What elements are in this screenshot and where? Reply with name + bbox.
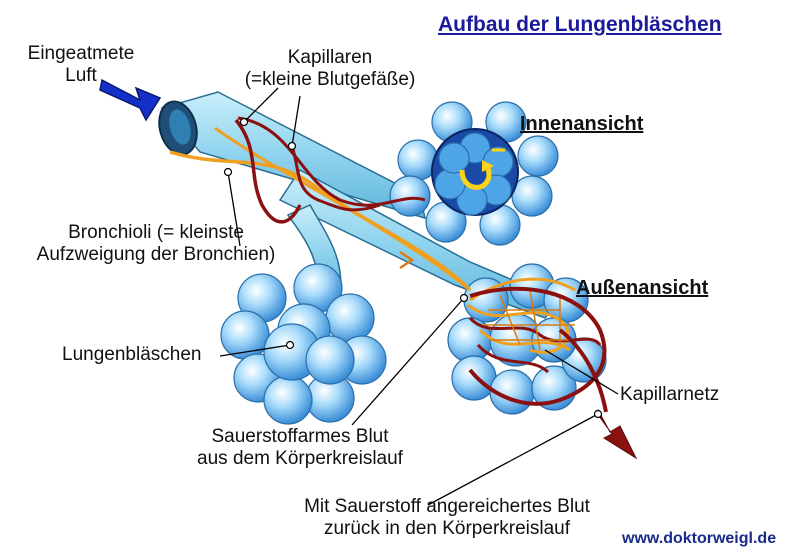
alveoli-cluster-left: [220, 263, 387, 425]
capillary-net-label: Kapillarnetz: [620, 384, 720, 405]
capillaries-label-line-1: Kapillaren: [287, 47, 373, 68]
oxygenated-label-line-1: Mit Sauerstoff angereichertes Blut: [304, 496, 590, 517]
website-link[interactable]: www.doktorweigl.de: [622, 530, 777, 547]
leader-dots: [223, 117, 603, 419]
capillaries-label-line-2: (=kleine Blutgefäße): [244, 69, 416, 90]
air-inflow-arrow: [99, 78, 162, 122]
bronchioles-label-line-1: Bronchioli (= kleinste: [68, 222, 244, 243]
inner-view-label: Innenansicht: [520, 113, 644, 135]
leader-lines: [219, 87, 619, 506]
diagram-title: Aufbau der Lungenbläschen: [438, 13, 722, 36]
capillaries-label: Kapillaren (=kleine Blutgefäße): [220, 47, 440, 91]
air-label-line-2: Luft: [65, 65, 97, 86]
capillary-net: [467, 277, 602, 374]
deoxygenated-label-line-2: aus dem Körperkreislauf: [197, 448, 403, 469]
gas-exchange-arrow: [459, 167, 492, 190]
bronchioles-label: Bronchioli (= kleinste Aufzweigung der B…: [6, 222, 306, 266]
oxygenated-label-line-2: zurück in den Körperkreislauf: [323, 518, 571, 539]
outer-view-label: Außenansicht: [576, 277, 709, 299]
blood-outflow-arrow: [595, 409, 638, 460]
bronchioles-label-line-2: Aufzweigung der Bronchien): [36, 244, 276, 265]
air-label-line-1: Eingeatmete: [27, 43, 135, 64]
oxygenated-blood-label: Mit Sauerstoff angereichertes Blut zurüc…: [262, 496, 632, 540]
deoxygenated-blood-label: Sauerstoffarmes Blut aus dem Körperkreis…: [180, 426, 420, 470]
air-label: Eingeatmete Luft: [16, 43, 146, 87]
alveoli-cluster-inner: [389, 101, 559, 246]
blood-vessels: [169, 116, 608, 413]
deoxygenated-label-line-1: Sauerstoffarmes Blut: [211, 426, 389, 447]
alveoli-label: Lungenbläschen: [62, 344, 202, 365]
